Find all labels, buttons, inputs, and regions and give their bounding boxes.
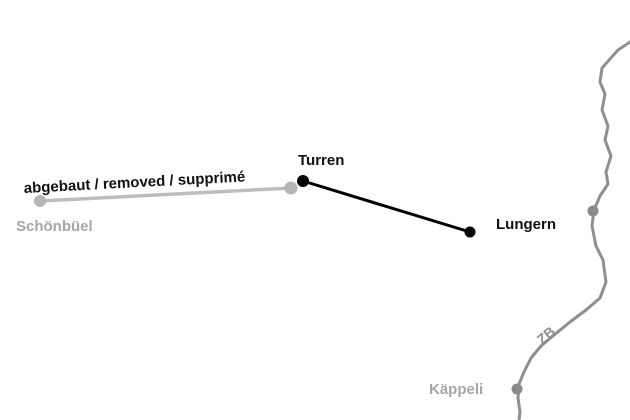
rail-station-label-kaeppeli: Käppeli [429,381,483,398]
railway-line-label-zb: ZB [534,323,559,347]
station-label-lungern: Lungern [496,216,556,233]
station-marker-removed-turren [284,181,298,195]
active-lift-section [302,179,471,234]
removed-lift-section [39,186,292,203]
station-marker-schoenbuel [34,195,46,207]
railway-line-zb [516,40,630,420]
rail-station-marker-kaeppeli [511,383,523,395]
station-label-schoenbuel: Schönbüel [16,218,93,235]
station-marker-turren [297,175,309,187]
station-marker-lungern [464,226,476,238]
station-label-turren: Turren [298,152,344,169]
rail-station-marker-unnamed [587,205,599,217]
